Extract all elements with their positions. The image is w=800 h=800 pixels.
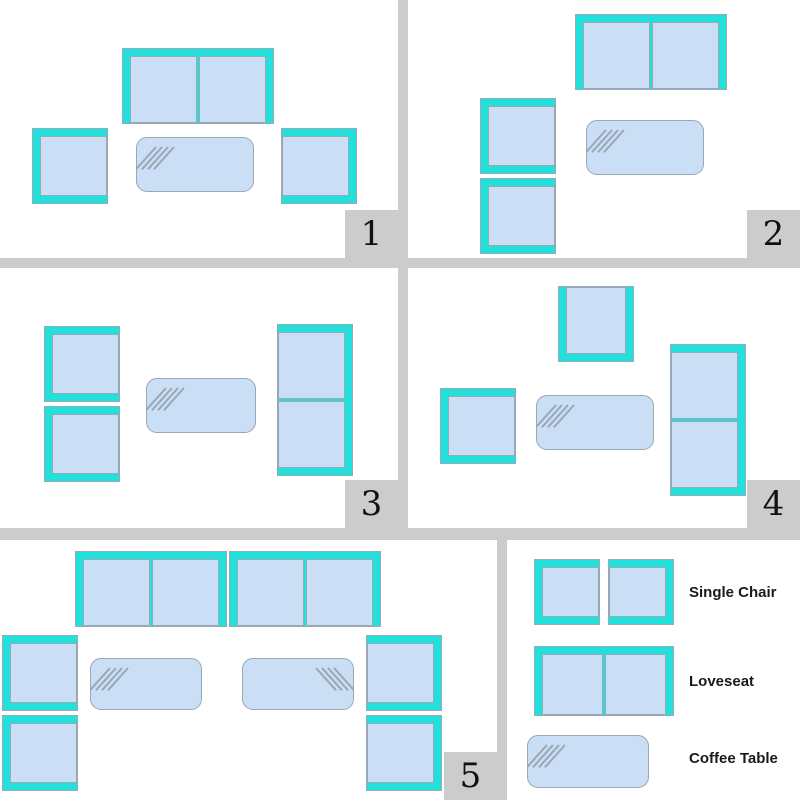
panel-number-badge: 4	[747, 480, 800, 528]
loveseat[interactable]	[575, 14, 727, 90]
legend-panel: Single Chair Loveseat Coffee Table	[507, 540, 800, 800]
single-chair[interactable]	[558, 286, 634, 362]
chair-seat	[367, 723, 434, 783]
legend-label-loveseat: Loveseat	[689, 673, 755, 690]
glass-hatch-icon	[528, 741, 568, 771]
loveseat-cushion	[306, 559, 373, 626]
legend-label-coffee-table: Coffee Table	[689, 750, 778, 767]
loveseat-cushion	[130, 56, 197, 123]
single-chair[interactable]	[480, 98, 556, 174]
chair-seat	[40, 136, 107, 196]
loveseat-cushion	[671, 421, 738, 488]
loveseat[interactable]	[670, 344, 746, 496]
legend-row-single-chair: Single Chair	[507, 540, 800, 630]
single-chair[interactable]	[440, 388, 516, 464]
glass-hatch-icon	[137, 143, 177, 173]
glass-hatch-icon	[91, 664, 131, 694]
loveseat-cushion	[605, 654, 666, 715]
single-chair[interactable]	[281, 128, 357, 204]
coffee-table[interactable]	[242, 658, 354, 710]
chair-seat	[10, 643, 77, 703]
coffee-table[interactable]	[90, 658, 202, 710]
panel-number-badge: 1	[345, 210, 398, 258]
chair-seat	[566, 287, 626, 354]
coffee-table[interactable]	[536, 395, 654, 450]
single-chair[interactable]	[366, 715, 442, 791]
chair-seat	[542, 567, 599, 617]
chair-seat	[609, 567, 666, 617]
single-chair[interactable]	[44, 406, 120, 482]
loveseat-cushion	[652, 22, 719, 89]
chair-seat	[488, 186, 555, 246]
chair-seat	[52, 334, 119, 394]
legend-row-coffee-table: Coffee Table	[507, 720, 800, 800]
chair-seat	[10, 723, 77, 783]
loveseat[interactable]	[122, 48, 274, 124]
panel-number-badge-5: 5	[444, 752, 497, 800]
chair-seat	[282, 136, 349, 196]
loveseat-cushion	[83, 559, 150, 626]
glass-hatch-icon	[537, 401, 577, 431]
loveseat[interactable]	[277, 324, 353, 476]
single-chair	[608, 559, 674, 625]
loveseat-cushion	[152, 559, 219, 626]
single-chair[interactable]	[2, 635, 78, 711]
single-chair[interactable]	[32, 128, 108, 204]
single-chair[interactable]	[480, 178, 556, 254]
legend-row-loveseat: Loveseat	[507, 630, 800, 720]
single-chair[interactable]	[366, 635, 442, 711]
coffee-table	[527, 735, 649, 788]
loveseat[interactable]	[229, 551, 381, 627]
loveseat-cushion	[583, 22, 650, 89]
single-chair	[534, 559, 600, 625]
panel-5: 5	[0, 540, 497, 800]
loveseat-cushion	[199, 56, 266, 123]
chair-seat	[52, 414, 119, 474]
glass-hatch-icon	[147, 384, 187, 414]
loveseat[interactable]	[75, 551, 227, 627]
loveseat-cushion	[542, 654, 603, 715]
panel-4: 4	[408, 268, 800, 528]
loveseat-cushion	[278, 401, 345, 468]
loveseat-cushion	[237, 559, 304, 626]
glass-hatch-icon	[587, 126, 627, 156]
panel-number-badge: 3	[345, 480, 398, 528]
chair-seat	[367, 643, 434, 703]
glass-hatch-icon	[313, 664, 353, 694]
loveseat	[534, 646, 674, 716]
panel-2: 2	[408, 0, 800, 258]
legend-label-single-chair: Single Chair	[689, 584, 777, 601]
panel-1: 1	[0, 0, 398, 258]
coffee-table[interactable]	[146, 378, 256, 433]
single-chair[interactable]	[2, 715, 78, 791]
chair-seat	[488, 106, 555, 166]
panel-3: 3	[0, 268, 398, 528]
loveseat-cushion	[671, 352, 738, 419]
single-chair[interactable]	[44, 326, 120, 402]
loveseat-cushion	[278, 332, 345, 399]
chair-seat	[448, 396, 515, 456]
coffee-table[interactable]	[586, 120, 704, 175]
coffee-table[interactable]	[136, 137, 254, 192]
panel-number-badge: 2	[747, 210, 800, 258]
